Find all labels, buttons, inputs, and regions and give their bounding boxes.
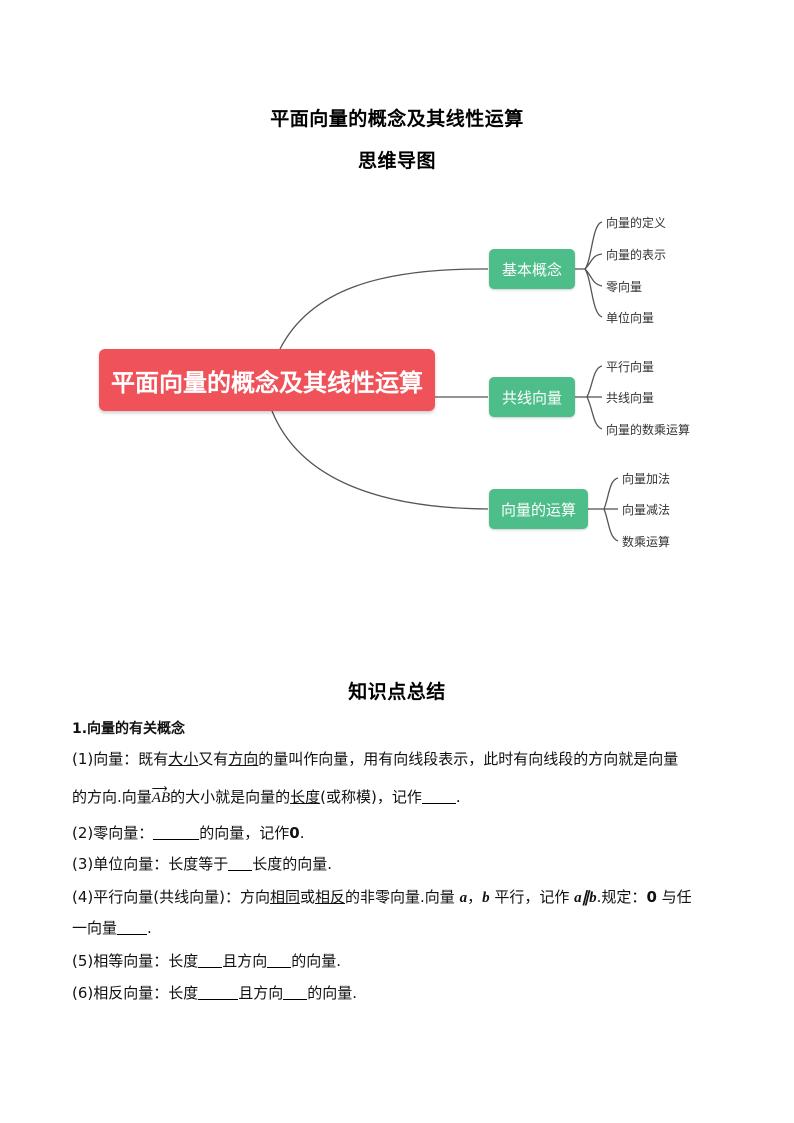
paragraph-unit-vector: (3)单位向量：长度等于长度的向量. [72, 855, 333, 873]
fill-in-blank [283, 985, 308, 1000]
paragraph-parallel-vectors: (4)平行向量(共线向量)：方向相同或相反的非零向量.向量 a，b 平行，记作 … [72, 888, 692, 906]
mindmap-leaf: 向量的表示 [606, 248, 667, 262]
fill-in-blank [117, 920, 148, 935]
connector-root-branch1 [279, 268, 489, 350]
mindmap-leaf: 向量加法 [622, 472, 671, 486]
mindmap-leaf: 单位向量 [606, 311, 655, 325]
paragraph-zero-vector: (2)零向量：的向量，记作0. [72, 824, 305, 842]
fill-in-blank [267, 953, 292, 968]
paragraph-vector-magnitude: 的方向.向量⟶AB的大小就是向量的长度(或称模)，记作. [72, 783, 461, 806]
vector-ab: ⟶AB [151, 783, 171, 806]
mindmap-branch-vector-operations: 向量的运算 [489, 489, 588, 529]
fill-in-blank [421, 789, 456, 804]
page-title: 平面向量的概念及其线性运算 [270, 108, 524, 130]
mindmap-leaf: 数乘运算 [622, 535, 671, 549]
page-subtitle: 思维导图 [357, 150, 436, 172]
mindmap-leaf: 零向量 [606, 280, 643, 294]
mindmap-leaf: 向量的定义 [606, 216, 667, 230]
section-heading: 1.向量的有关概念 [72, 721, 186, 737]
paragraph-equal-vectors: (5)相等向量：长度且方向的向量. [72, 952, 342, 970]
summary-heading: 知识点总结 [348, 681, 446, 703]
mindmap-root: 平面向量的概念及其线性运算 [99, 349, 435, 411]
mind-map: 平面向量的概念及其线性运算 基本概念 共线向量 向量的运算 向量的定义 向量的表… [0, 200, 794, 570]
paragraph-vector-definition: (1)向量：既有大小又有方向的量叫作向量，用有向线段表示，此时有向线段的方向就是… [72, 750, 679, 768]
arrow-icon: ⟶ [151, 783, 168, 795]
mindmap-branch-collinear-vectors: 共线向量 [489, 377, 575, 417]
mindmap-leaf: 平行向量 [606, 360, 655, 374]
paragraph-opposite-vectors: (6)相反向量：长度且方向的向量. [72, 984, 358, 1002]
mindmap-leaf: 向量的数乘运算 [606, 423, 691, 437]
mindmap-leaf: 向量减法 [622, 503, 671, 517]
mindmap-branch-basic-concepts: 基本概念 [489, 249, 575, 289]
fill-in-blank [198, 985, 239, 1000]
fill-in-blank [153, 825, 200, 840]
mindmap-leaf: 共线向量 [606, 391, 655, 405]
mind-map-connectors [271, 221, 619, 542]
paragraph-parallel-vectors-cont: 一向量. [72, 919, 152, 937]
fill-in-blank [228, 856, 253, 871]
fill-in-blank [198, 953, 223, 968]
connector-root-branch3 [271, 410, 489, 510]
